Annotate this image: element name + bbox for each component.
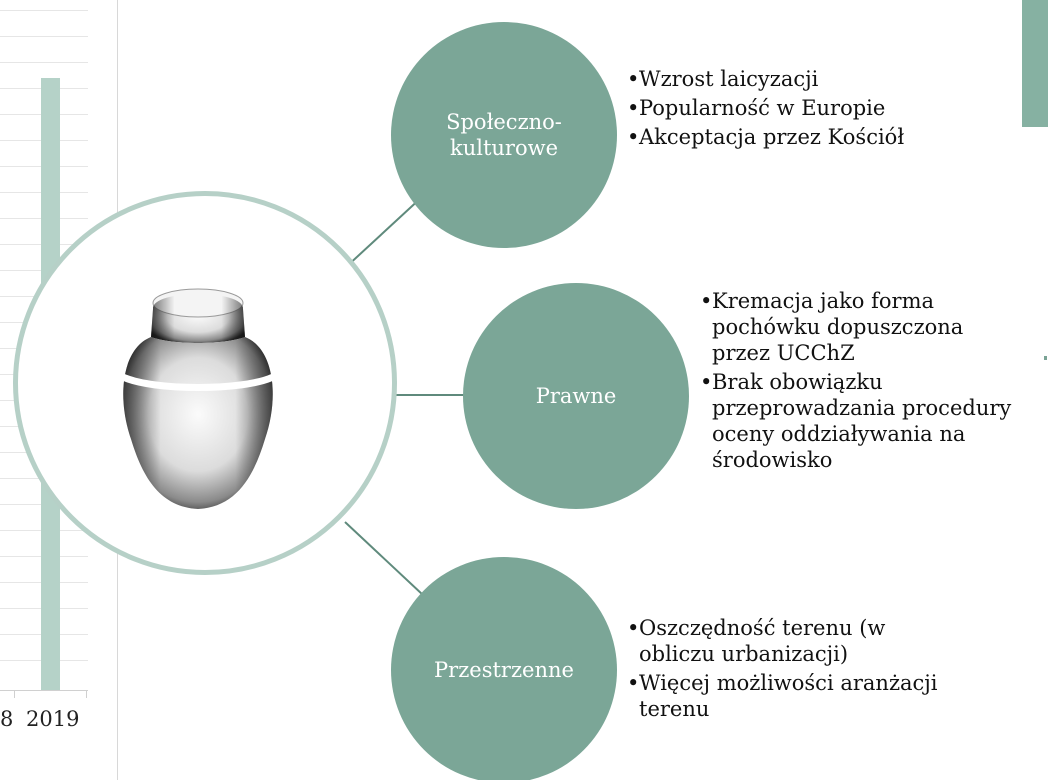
category-label-social: Społeczno- kulturowe — [446, 109, 562, 160]
gridline — [0, 36, 88, 37]
x-axis-tick — [14, 690, 15, 698]
x-tick-label: 2019 — [26, 707, 80, 731]
urn-icon — [121, 288, 275, 509]
gridline — [0, 10, 88, 11]
bullet-item: Popularność w Europie — [627, 95, 1027, 121]
connector-social — [344, 195, 424, 269]
category-circle-legal: Prawne — [463, 283, 689, 509]
bullet-list-spatial: Oszczędność terenu (w obliczu urbanizacj… — [627, 615, 1027, 725]
category-label-legal: Prawne — [535, 383, 617, 408]
bullet-item: Więcej możliwości aranżacji terenu — [627, 670, 999, 722]
bullet-list-social: Wzrost laicyzacji Popularność w Europie … — [627, 66, 1027, 153]
bullet-item: Wzrost laicyzacji — [627, 66, 1027, 92]
accent-mark — [1044, 356, 1047, 360]
bullet-item: Akceptacja przez Kościół — [627, 124, 1027, 150]
bullet-item: Brak obowiązku przeprowadzania procedury… — [700, 369, 1048, 473]
x-tick-label: 8 — [0, 707, 14, 731]
gridline — [0, 62, 88, 63]
bullet-item: Oszczędność terenu (w obliczu urbanizacj… — [627, 615, 949, 667]
x-axis-line — [0, 690, 88, 691]
category-circle-spatial: Przestrzenne — [391, 557, 617, 780]
connector-spatial — [344, 521, 424, 596]
category-label-spatial: Przestrzenne — [434, 657, 574, 682]
bullet-list-legal: Kremacja jako forma pochówku dopuszczona… — [700, 288, 1045, 476]
x-axis-tick — [86, 690, 87, 698]
category-circle-social: Społeczno- kulturowe — [391, 22, 617, 248]
bullet-item: Kremacja jako forma pochówku dopuszczona… — [700, 288, 1002, 366]
